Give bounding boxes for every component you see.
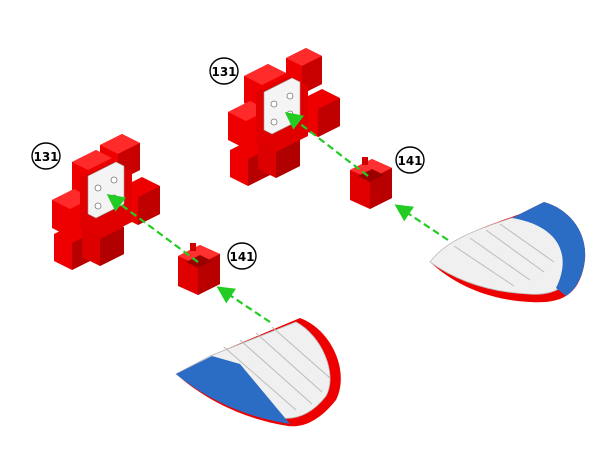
callout-label-bracket-left: 131 <box>33 150 58 164</box>
callout-bracket-left: 131 <box>32 143 60 169</box>
guide-line-wing-to-clip-right <box>400 208 448 240</box>
callout-bracket-right: 131 <box>210 58 238 84</box>
wing-right <box>430 202 585 302</box>
guide-line-wing-to-clip-left <box>222 290 270 322</box>
callout-clip-right: 141 <box>396 147 424 173</box>
clip-right <box>350 157 392 209</box>
callout-label-clip-right: 141 <box>397 154 422 168</box>
bracket-right <box>228 48 340 186</box>
callout-clip-left: 141 <box>228 243 256 269</box>
wing-left <box>176 318 341 426</box>
bracket-left <box>52 134 160 270</box>
callout-label-bracket-right: 131 <box>211 65 236 79</box>
callout-label-clip-left: 141 <box>229 250 254 264</box>
